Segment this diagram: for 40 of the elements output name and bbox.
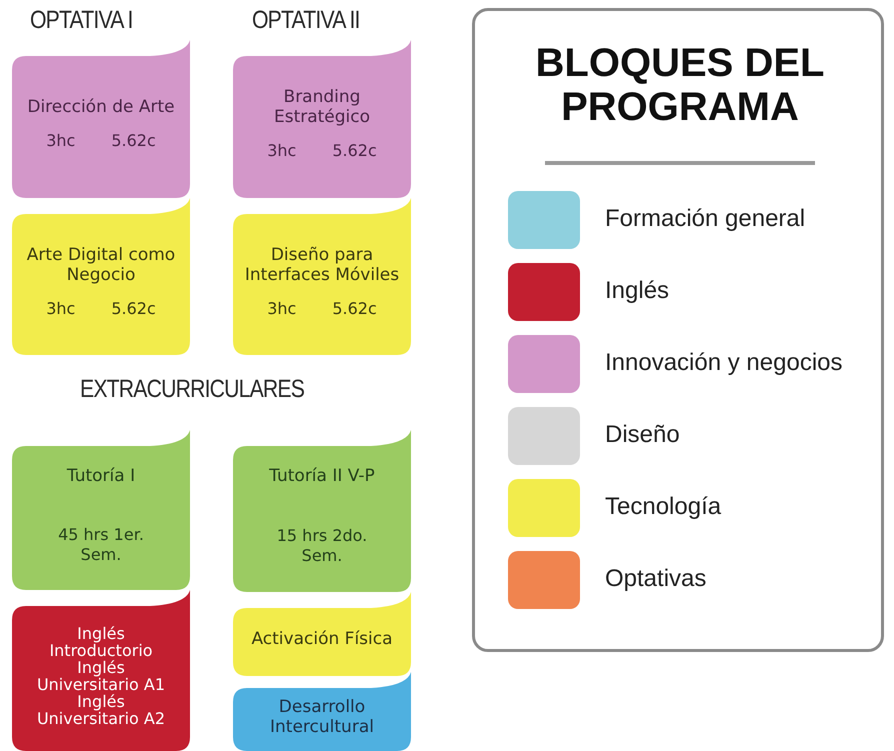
course-card (233, 40, 411, 198)
hours-text: 15 hrs 2do. Sem. (276, 526, 368, 566)
course-title: Arte Digital como Negocio (26, 244, 176, 284)
course-title: Inglés Universitario A1 (36, 658, 166, 692)
legend-text: Formación general (605, 205, 806, 233)
course-card (233, 198, 411, 355)
course-card (233, 672, 411, 751)
legend-text: Inglés (605, 277, 670, 305)
course-title: Tutoría II V-P (269, 466, 375, 486)
credit-hours: 3hc (267, 298, 296, 318)
credits: 5.62c (111, 131, 156, 151)
credit-hours: 3hc (267, 141, 296, 161)
section-heading: OPTATIVA I (30, 6, 132, 35)
course-card (233, 592, 411, 676)
course-title: Dirección de Arte (27, 97, 175, 117)
hours-text: 45 hrs 1er. Sem. (57, 524, 145, 564)
credit-hours: 3hc (46, 298, 76, 318)
credits: 5.62c (332, 141, 377, 161)
credits: 5.62c (332, 298, 377, 318)
course-card (12, 198, 190, 355)
course-title: Desarrollo Intercultural (269, 696, 375, 736)
legend-title: BLOQUES DEL PROGRAMA (535, 41, 825, 129)
course-title: Activación Física (251, 629, 393, 649)
course-title: Diseño para Interfaces Móviles (244, 244, 400, 284)
section-heading: EXTRACURRICULARES (80, 375, 304, 404)
section-heading: OPTATIVA II (252, 6, 360, 35)
course-card (12, 430, 190, 590)
credit-hours: 3hc (46, 131, 76, 151)
legend-text: Innovación y negocios (605, 349, 842, 377)
course-card (12, 590, 190, 751)
course-title: Inglés Introductorio (48, 624, 154, 658)
course-title: Tutoría I (66, 466, 136, 486)
credits: 5.62c (111, 298, 156, 318)
course-card (233, 430, 411, 592)
legend-text: Diseño (605, 421, 680, 449)
legend-text: Optativas (605, 565, 706, 593)
course-card (12, 40, 190, 198)
course-title: Inglés Universitario A2 (36, 692, 166, 726)
legend-text: Tecnología (605, 493, 722, 521)
course-title: Branding Estratégico (272, 87, 372, 127)
